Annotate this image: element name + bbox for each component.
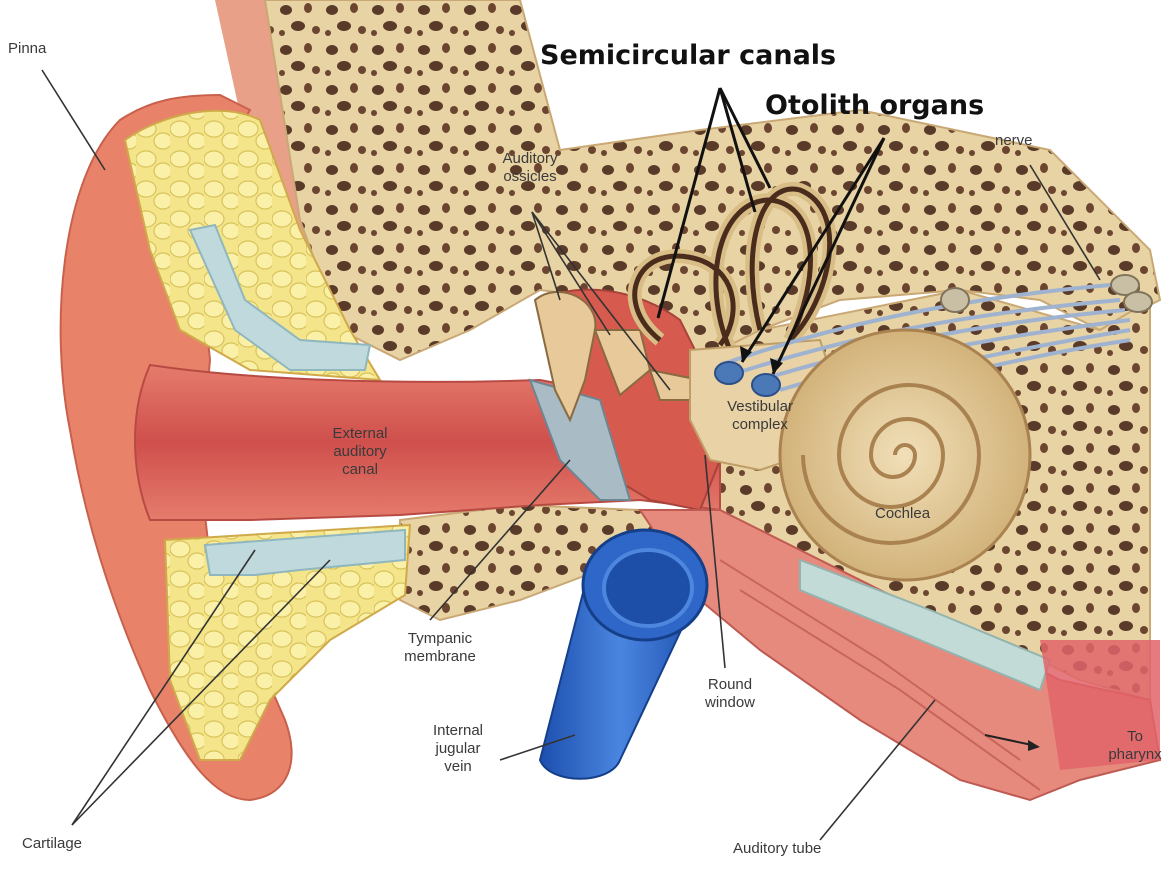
label-nerve: nerve — [995, 132, 1033, 150]
label-external-auditory-canal: External auditory canal — [310, 425, 410, 479]
label-auditory-ossicles: Auditory ossicles — [485, 150, 575, 186]
label-semicircular-canals: Semicircular canals — [540, 40, 836, 72]
otolith-marker-utricle — [715, 362, 743, 384]
label-pinna: Pinna — [8, 40, 46, 58]
label-to-pharynx: To pharynx — [1100, 728, 1170, 764]
label-vestibular-complex: Vestibular complex — [705, 398, 815, 434]
label-otolith-organs: Otolith organs — [765, 90, 984, 122]
cochlea — [780, 330, 1030, 580]
leader-pinna — [42, 70, 105, 170]
label-cochlea: Cochlea — [875, 505, 930, 523]
label-internal-jugular-vein: Internal jugular vein — [418, 722, 498, 776]
label-tympanic-membrane: Tympanic membrane — [380, 630, 500, 666]
otolith-marker-saccule — [752, 374, 780, 396]
label-round-window: Round window — [690, 676, 770, 712]
label-auditory-tube: Auditory tube — [733, 840, 821, 858]
label-cartilage: Cartilage — [22, 835, 82, 853]
